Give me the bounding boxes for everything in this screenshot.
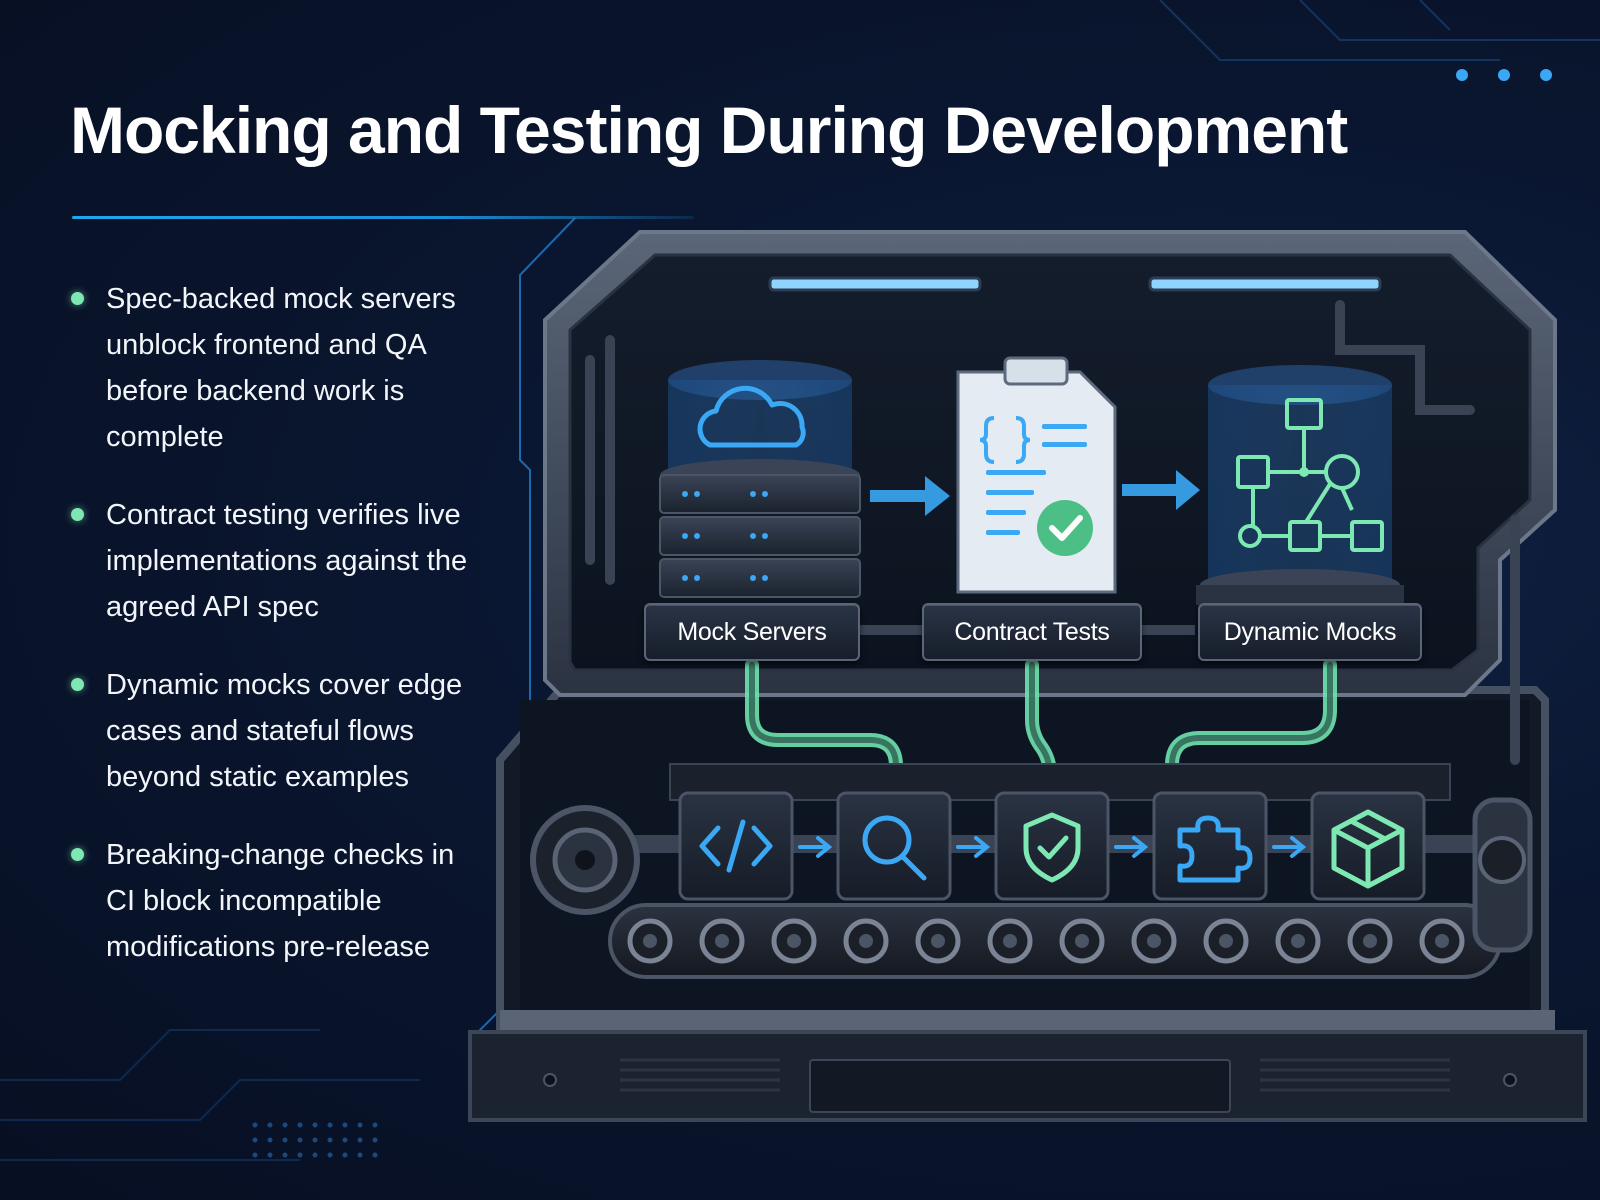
machine-base — [468, 1010, 1587, 1122]
magnifier-icon — [862, 815, 927, 881]
bullet-text: Spec-backed mock servers unblock fronten… — [106, 283, 456, 453]
bullet-text: Dynamic mocks cover edge cases and state… — [106, 669, 463, 793]
bullet-item: Contract testing verifies live implement… — [70, 492, 490, 630]
bullet-item: Dynamic mocks cover edge cases and state… — [70, 662, 490, 800]
corner-dots — [1456, 69, 1552, 81]
conveyor-step-shield — [994, 791, 1110, 901]
dynamic-mocks-stage — [1196, 365, 1404, 605]
arrow-icon — [1122, 470, 1200, 510]
arrow-icon — [870, 476, 950, 516]
mock-servers-stage — [659, 360, 861, 598]
conveyor-rollers — [627, 918, 1465, 964]
ceiling-light-left — [768, 276, 982, 292]
bullet-list: Spec-backed mock servers unblock fronten… — [70, 276, 490, 970]
conveyor-step-code — [678, 791, 794, 901]
gear-icon — [530, 805, 640, 915]
bullet-dot-icon — [71, 292, 84, 305]
arrow-icon — [956, 836, 991, 858]
code-icon — [699, 819, 773, 873]
puzzle-icon — [1177, 815, 1253, 883]
conveyor-belt — [530, 763, 1533, 979]
stage-label-mock-servers: Mock Servers — [644, 603, 860, 661]
arrow-icon — [1114, 836, 1149, 858]
arrow-icon — [798, 836, 833, 858]
chamber-pipes — [585, 300, 1520, 765]
end-pulley-icon — [1472, 797, 1533, 953]
page-title: Mocking and Testing During Development — [70, 93, 1348, 167]
bullet-dot-icon — [71, 848, 84, 861]
bullet-dot-icon — [71, 508, 84, 521]
stage-label-contract-tests: Contract Tests — [922, 603, 1142, 661]
title-underline — [72, 216, 694, 219]
ceiling-light-right — [1148, 276, 1382, 292]
bullet-dot-icon — [71, 678, 84, 691]
server-stack-icon — [659, 474, 861, 598]
arrow-icon — [1272, 836, 1307, 858]
bullet-text: Contract testing verifies live implement… — [106, 499, 468, 623]
cloud-icon — [697, 385, 806, 448]
conveyor-step-box — [1310, 791, 1426, 901]
bullet-item: Breaking-change checks in CI block incom… — [70, 832, 490, 970]
stage-label-dynamic-mocks: Dynamic Mocks — [1198, 603, 1422, 661]
bullet-text: Breaking-change checks in CI block incom… — [106, 839, 455, 963]
box-icon — [1331, 809, 1405, 889]
bullet-item: Spec-backed mock servers unblock fronten… — [70, 276, 490, 460]
contract-tests-stage — [956, 356, 1117, 594]
conveyor-step-puzzle — [1152, 791, 1268, 901]
conveyor-step-search — [836, 791, 952, 901]
shield-check-icon — [1023, 812, 1081, 883]
clipboard-check-icon — [979, 416, 1093, 556]
